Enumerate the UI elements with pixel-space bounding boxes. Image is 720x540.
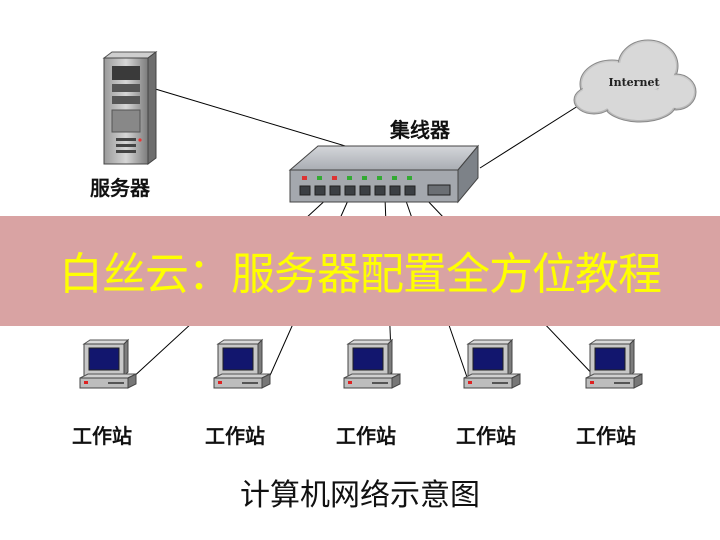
workstation-icon [79, 338, 137, 389]
hub-icon [288, 144, 480, 204]
workstation-icon [343, 338, 401, 389]
title-banner [0, 216, 720, 326]
diagram-caption: 计算机网络示意图 [240, 478, 480, 513]
workstation-icon [585, 338, 643, 389]
workstation-icon [463, 338, 521, 389]
server-icon [102, 51, 158, 165]
hub-led [347, 176, 352, 180]
workstation-icon [213, 338, 271, 389]
hub-port [329, 185, 341, 196]
hub-led [362, 176, 367, 180]
cloud-icon [573, 39, 697, 123]
hub-port [389, 185, 401, 196]
banner-title: 白丝云：服务器配置全方位教程 [59, 249, 662, 300]
internet-label: Internet [608, 76, 660, 89]
workstation-label-5: 工作站 [576, 424, 636, 448]
workstation-label-3: 工作站 [336, 424, 396, 448]
hub-port [314, 185, 326, 196]
hub-led [317, 176, 322, 180]
hub-port [374, 185, 386, 196]
hub-port [299, 185, 311, 196]
server-label: 服务器 [90, 176, 150, 200]
hub-led [392, 176, 397, 180]
hub-led [302, 176, 307, 180]
hub-port [404, 185, 416, 196]
hub-port [359, 185, 371, 196]
hub-led [332, 176, 337, 180]
hub-led [377, 176, 382, 180]
workstation-label-4: 工作站 [456, 424, 516, 448]
hub-port [344, 185, 356, 196]
hub-label: 集线器 [390, 118, 450, 142]
hub-led [407, 176, 412, 180]
workstation-label-1: 工作站 [72, 424, 132, 448]
workstation-label-2: 工作站 [205, 424, 265, 448]
hub-uplink-port [427, 184, 451, 196]
